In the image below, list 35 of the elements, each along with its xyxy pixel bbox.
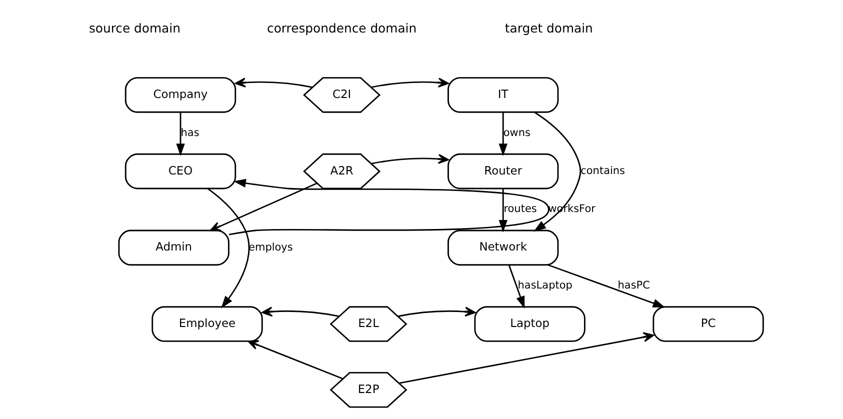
arrow [548, 264, 666, 308]
arrow [398, 332, 654, 384]
edge-label: hasLaptop [518, 280, 572, 292]
label: target domain [504, 20, 593, 36]
edge-label: owns [503, 126, 530, 139]
edge-label: contains [580, 164, 626, 177]
edge-label: has [180, 126, 200, 139]
edge-label: routes [504, 203, 537, 216]
edge-label: employs [248, 241, 293, 254]
arrow [498, 188, 508, 232]
arrow [498, 112, 508, 156]
arrow [262, 306, 340, 318]
arrow [234, 78, 312, 88]
node-box: IT [448, 77, 559, 113]
node-box: Router [448, 153, 559, 190]
arrow [398, 306, 476, 318]
edge-label: hasPC [618, 280, 650, 292]
arrow [228, 178, 550, 236]
arrow [508, 264, 525, 309]
label: correspondence domain [267, 20, 417, 36]
arrow [176, 112, 185, 156]
arrow [370, 154, 449, 164]
arrow [207, 188, 250, 308]
arrow [534, 112, 582, 232]
node-box: Admin [118, 230, 230, 266]
arrow [370, 78, 449, 88]
node-box: Employee [152, 306, 263, 342]
node-box: CEO [124, 153, 236, 190]
node-box: Laptop [474, 306, 586, 342]
label: source domain [88, 20, 180, 36]
arrow [248, 340, 344, 380]
node-box: Company [124, 77, 236, 113]
arrow [210, 182, 318, 232]
node-box: Network [448, 230, 559, 266]
node-box: PC [652, 306, 764, 342]
